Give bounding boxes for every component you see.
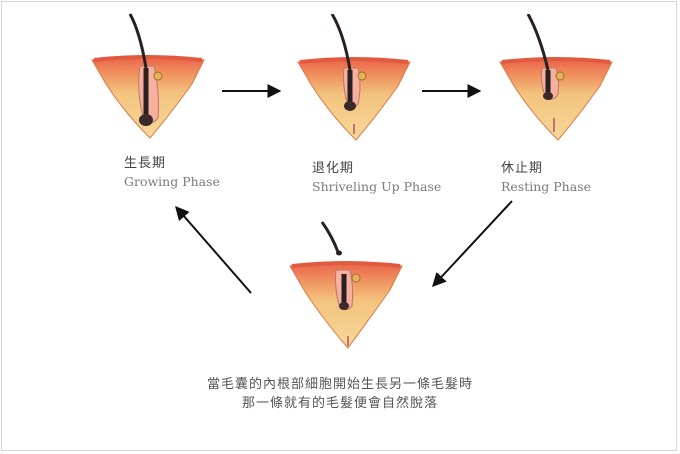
- arrow-shedding-to-growing: [175, 205, 252, 294]
- shedding-phase-skin: [289, 221, 403, 349]
- resting-phase-cn: 休止期: [501, 161, 544, 176]
- growing-phase-en: Growing Phase: [124, 174, 220, 189]
- resting-phase-en: Resting Phase: [501, 179, 591, 194]
- shriveling-phase-skin: [297, 14, 411, 141]
- label-growing-phase: 生長期 Growing Phase: [124, 152, 220, 189]
- growing-phase-skin: [91, 13, 205, 139]
- caption: 當毛囊的內根部細胞開始生長另一條毛髮時 那一條就有的毛髮便會自然脫落: [0, 375, 680, 413]
- resting-phase-skin: [499, 14, 613, 141]
- growing-phase-cn: 生長期: [124, 156, 167, 171]
- label-resting-phase: 休止期 Resting Phase: [501, 157, 591, 194]
- caption-line-1: 當毛囊的內根部細胞開始生長另一條毛髮時: [206, 377, 473, 392]
- arrow-resting-to-shedding: [432, 200, 513, 288]
- label-shriveling-phase: 退化期 Shriveling Up Phase: [312, 157, 441, 194]
- shriveling-phase-en: Shriveling Up Phase: [312, 179, 442, 194]
- shriveling-phase-cn: 退化期: [312, 161, 355, 176]
- caption-line-2: 那一條就有的毛髮便會自然脫落: [241, 396, 438, 411]
